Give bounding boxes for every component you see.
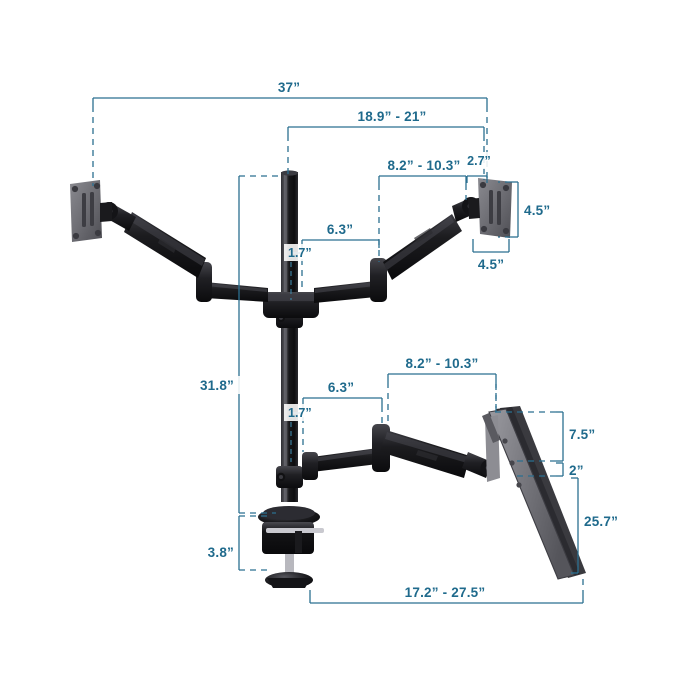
dim-lower-riser-gap: 1.7” [284, 404, 316, 462]
dim-top-arm-reach-label: 8.2” - 10.3” [388, 158, 461, 173]
tilted-monitor-panel [482, 406, 586, 580]
dim-lower-arm-reach-label: 8.2” - 10.3” [406, 356, 479, 371]
dim-top-head-offset-label: 2.7” [467, 154, 491, 168]
dim-panel-mid: 2” [516, 461, 592, 479]
dim-overall-width: 37” [92, 78, 488, 186]
dim-clamp-height: 3.8” [202, 515, 272, 571]
dim-vesa-height: 4.5” [498, 181, 555, 238]
dim-vesa-height-label: 4.5” [524, 203, 550, 218]
dim-upper-base-arm-label: 6.3” [327, 222, 353, 237]
left-monitor-arm [100, 202, 268, 302]
dim-pole-height: 31.8” [198, 175, 283, 514]
dim-lower-arm-reach: 8.2” - 10.3” [387, 354, 497, 424]
dim-top-arm-span-label: 18.9” - 21” [358, 109, 427, 124]
dim-upper-riser-gap: 1.7” [284, 244, 316, 300]
c-clamp-base [258, 506, 324, 588]
dim-depth-range: 17.2” - 27.5” [309, 575, 584, 604]
dim-top-head-offset: 2.7” [462, 152, 498, 183]
dim-vesa-width-label: 4.5” [478, 257, 504, 272]
dim-lower-base-arm: 6.3” [302, 379, 383, 452]
dim-lower-base-arm-label: 6.3” [328, 380, 354, 395]
dim-panel-mid-label: 2” [569, 463, 584, 478]
dim-upper-riser-gap-label: 1.7” [288, 246, 312, 260]
dim-top-arm-span: 18.9” - 21” [287, 107, 485, 180]
dim-upper-base-arm: 6.3” [301, 221, 380, 290]
dim-pole-height-label: 31.8” [200, 378, 234, 393]
dim-panel-lower: 25.7” [571, 477, 625, 574]
dim-panel-upper: 7.5” [494, 382, 600, 462]
pole-collar-lower [276, 466, 303, 488]
dim-clamp-height-label: 3.8” [208, 545, 234, 560]
dim-lower-riser-gap-label: 1.7” [288, 406, 312, 420]
right-vesa-head [468, 178, 512, 238]
dim-top-arm-reach: 8.2” - 10.3” [378, 156, 470, 262]
vertical-pole [281, 170, 298, 502]
dim-vesa-width: 4.5” [472, 234, 511, 273]
arm-collar-hub [263, 292, 319, 318]
dim-overall-width-label: 37” [278, 80, 300, 95]
right-monitor-arm [314, 197, 480, 303]
dim-panel-upper-label: 7.5” [569, 427, 595, 442]
dim-panel-lower-label: 25.7” [584, 514, 618, 529]
dim-depth-range-label: 17.2” - 27.5” [405, 585, 486, 600]
left-vesa-head [70, 180, 112, 242]
lower-monitor-arm [302, 424, 498, 480]
